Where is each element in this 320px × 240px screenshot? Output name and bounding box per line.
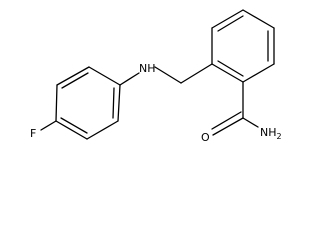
fluorine-atom-label: F <box>30 127 36 140</box>
bond <box>56 66 90 86</box>
structure-canvas: F NH O NH2 <box>30 9 282 144</box>
benzamide-ring <box>211 9 275 83</box>
amide-nh-text: NH <box>260 126 277 139</box>
bond <box>242 63 275 83</box>
double-bond-inner <box>217 60 244 77</box>
bond <box>88 66 121 86</box>
bond <box>242 9 275 29</box>
bond-carbonyl-n <box>242 117 259 128</box>
oxygen-atom-label: O <box>201 131 210 144</box>
bond-carbonyl-o <box>212 117 244 136</box>
bond <box>211 9 244 29</box>
double-bond-inner <box>217 15 244 32</box>
bond <box>55 84 58 122</box>
bond-n-ch2 <box>154 66 182 84</box>
amide-subscript: 2 <box>277 132 282 141</box>
bond-carbonyl-o-second <box>211 111 242 130</box>
bond <box>86 120 119 140</box>
bond <box>117 84 121 122</box>
double-bond-inner <box>61 72 89 89</box>
bond-c-f <box>40 120 57 131</box>
amide-nh2-label: NH2 <box>260 126 282 141</box>
double-bond-inner <box>60 117 88 134</box>
bond-aryl-n <box>119 72 140 86</box>
fluorophenyl-ring <box>55 66 121 140</box>
double-bond-inner <box>112 87 115 119</box>
molecule-structure: F NH O NH2 <box>30 9 282 144</box>
bond <box>211 63 244 83</box>
bond-ch2-ring <box>180 63 213 84</box>
amine-nh-label: NH <box>139 62 156 75</box>
bond <box>55 120 88 140</box>
